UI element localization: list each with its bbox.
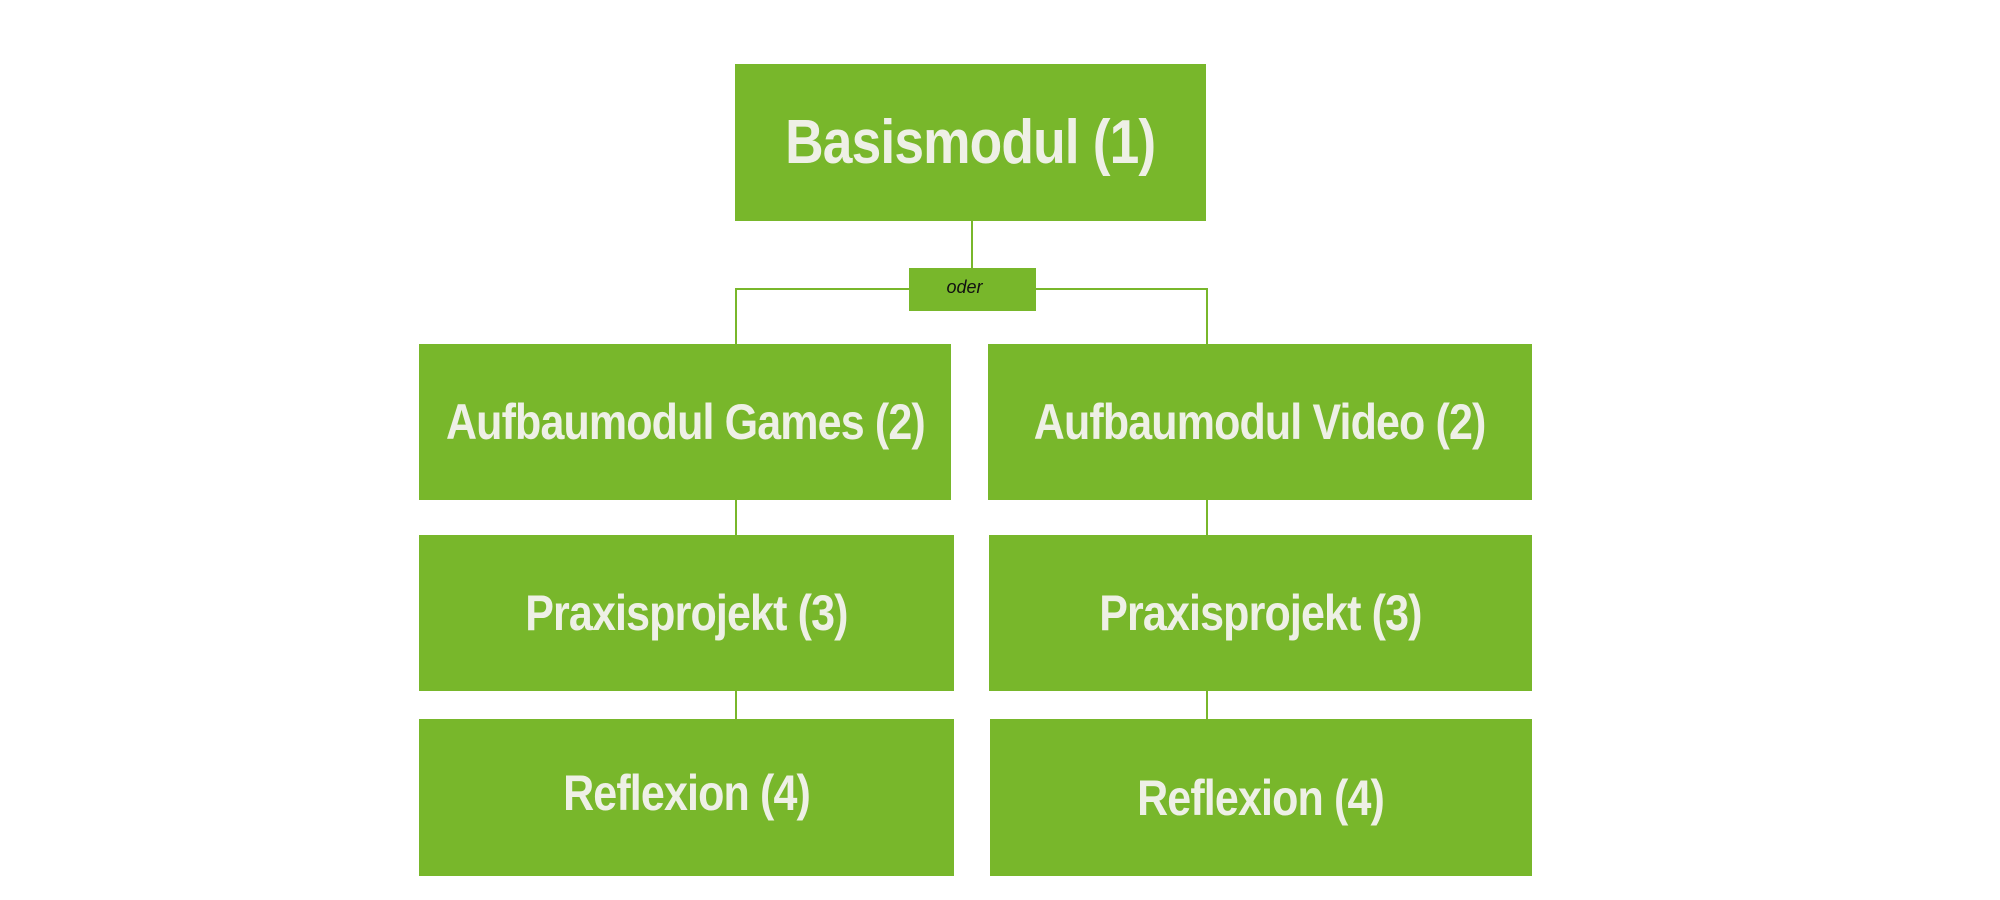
oder-label: oder <box>946 277 983 297</box>
connector-oder-left <box>735 288 911 290</box>
praxisprojekt-left-box: Praxisprojekt (3) <box>419 535 954 691</box>
aufbaumodul-video-label: Aufbaumodul Video (2) <box>1034 394 1487 450</box>
reflexion-left-box: Reflexion (4) <box>419 719 954 876</box>
praxisprojekt-right-label: Praxisprojekt (3) <box>1099 585 1422 641</box>
reflexion-right-box: Reflexion (4) <box>990 719 1532 876</box>
basismodul-label: Basismodul (1) <box>785 108 1156 177</box>
connector-right-praxis-to-reflexion <box>1206 690 1208 720</box>
connector-left-down <box>735 288 737 345</box>
connector-video-to-praxis <box>1206 498 1208 536</box>
connector-games-to-praxis <box>735 498 737 536</box>
connector-left-praxis-to-reflexion <box>735 690 737 720</box>
praxisprojekt-right-box: Praxisprojekt (3) <box>989 535 1532 691</box>
praxisprojekt-left-label: Praxisprojekt (3) <box>525 585 848 641</box>
basismodul-box: Basismodul (1) <box>735 64 1206 221</box>
connector-right-down <box>1206 288 1208 345</box>
reflexion-left-label: Reflexion (4) <box>563 764 811 821</box>
aufbaumodul-games-label: Aufbaumodul Games (2) <box>445 394 926 450</box>
reflexion-right-label: Reflexion (4) <box>1137 769 1386 826</box>
aufbaumodul-games-box: Aufbaumodul Games (2) <box>419 344 951 500</box>
connector-oder-right <box>1034 288 1208 290</box>
connector-root-to-oder <box>971 220 973 270</box>
aufbaumodul-video-box: Aufbaumodul Video (2) <box>988 344 1532 500</box>
oder-connector-box: oder <box>909 268 1036 311</box>
